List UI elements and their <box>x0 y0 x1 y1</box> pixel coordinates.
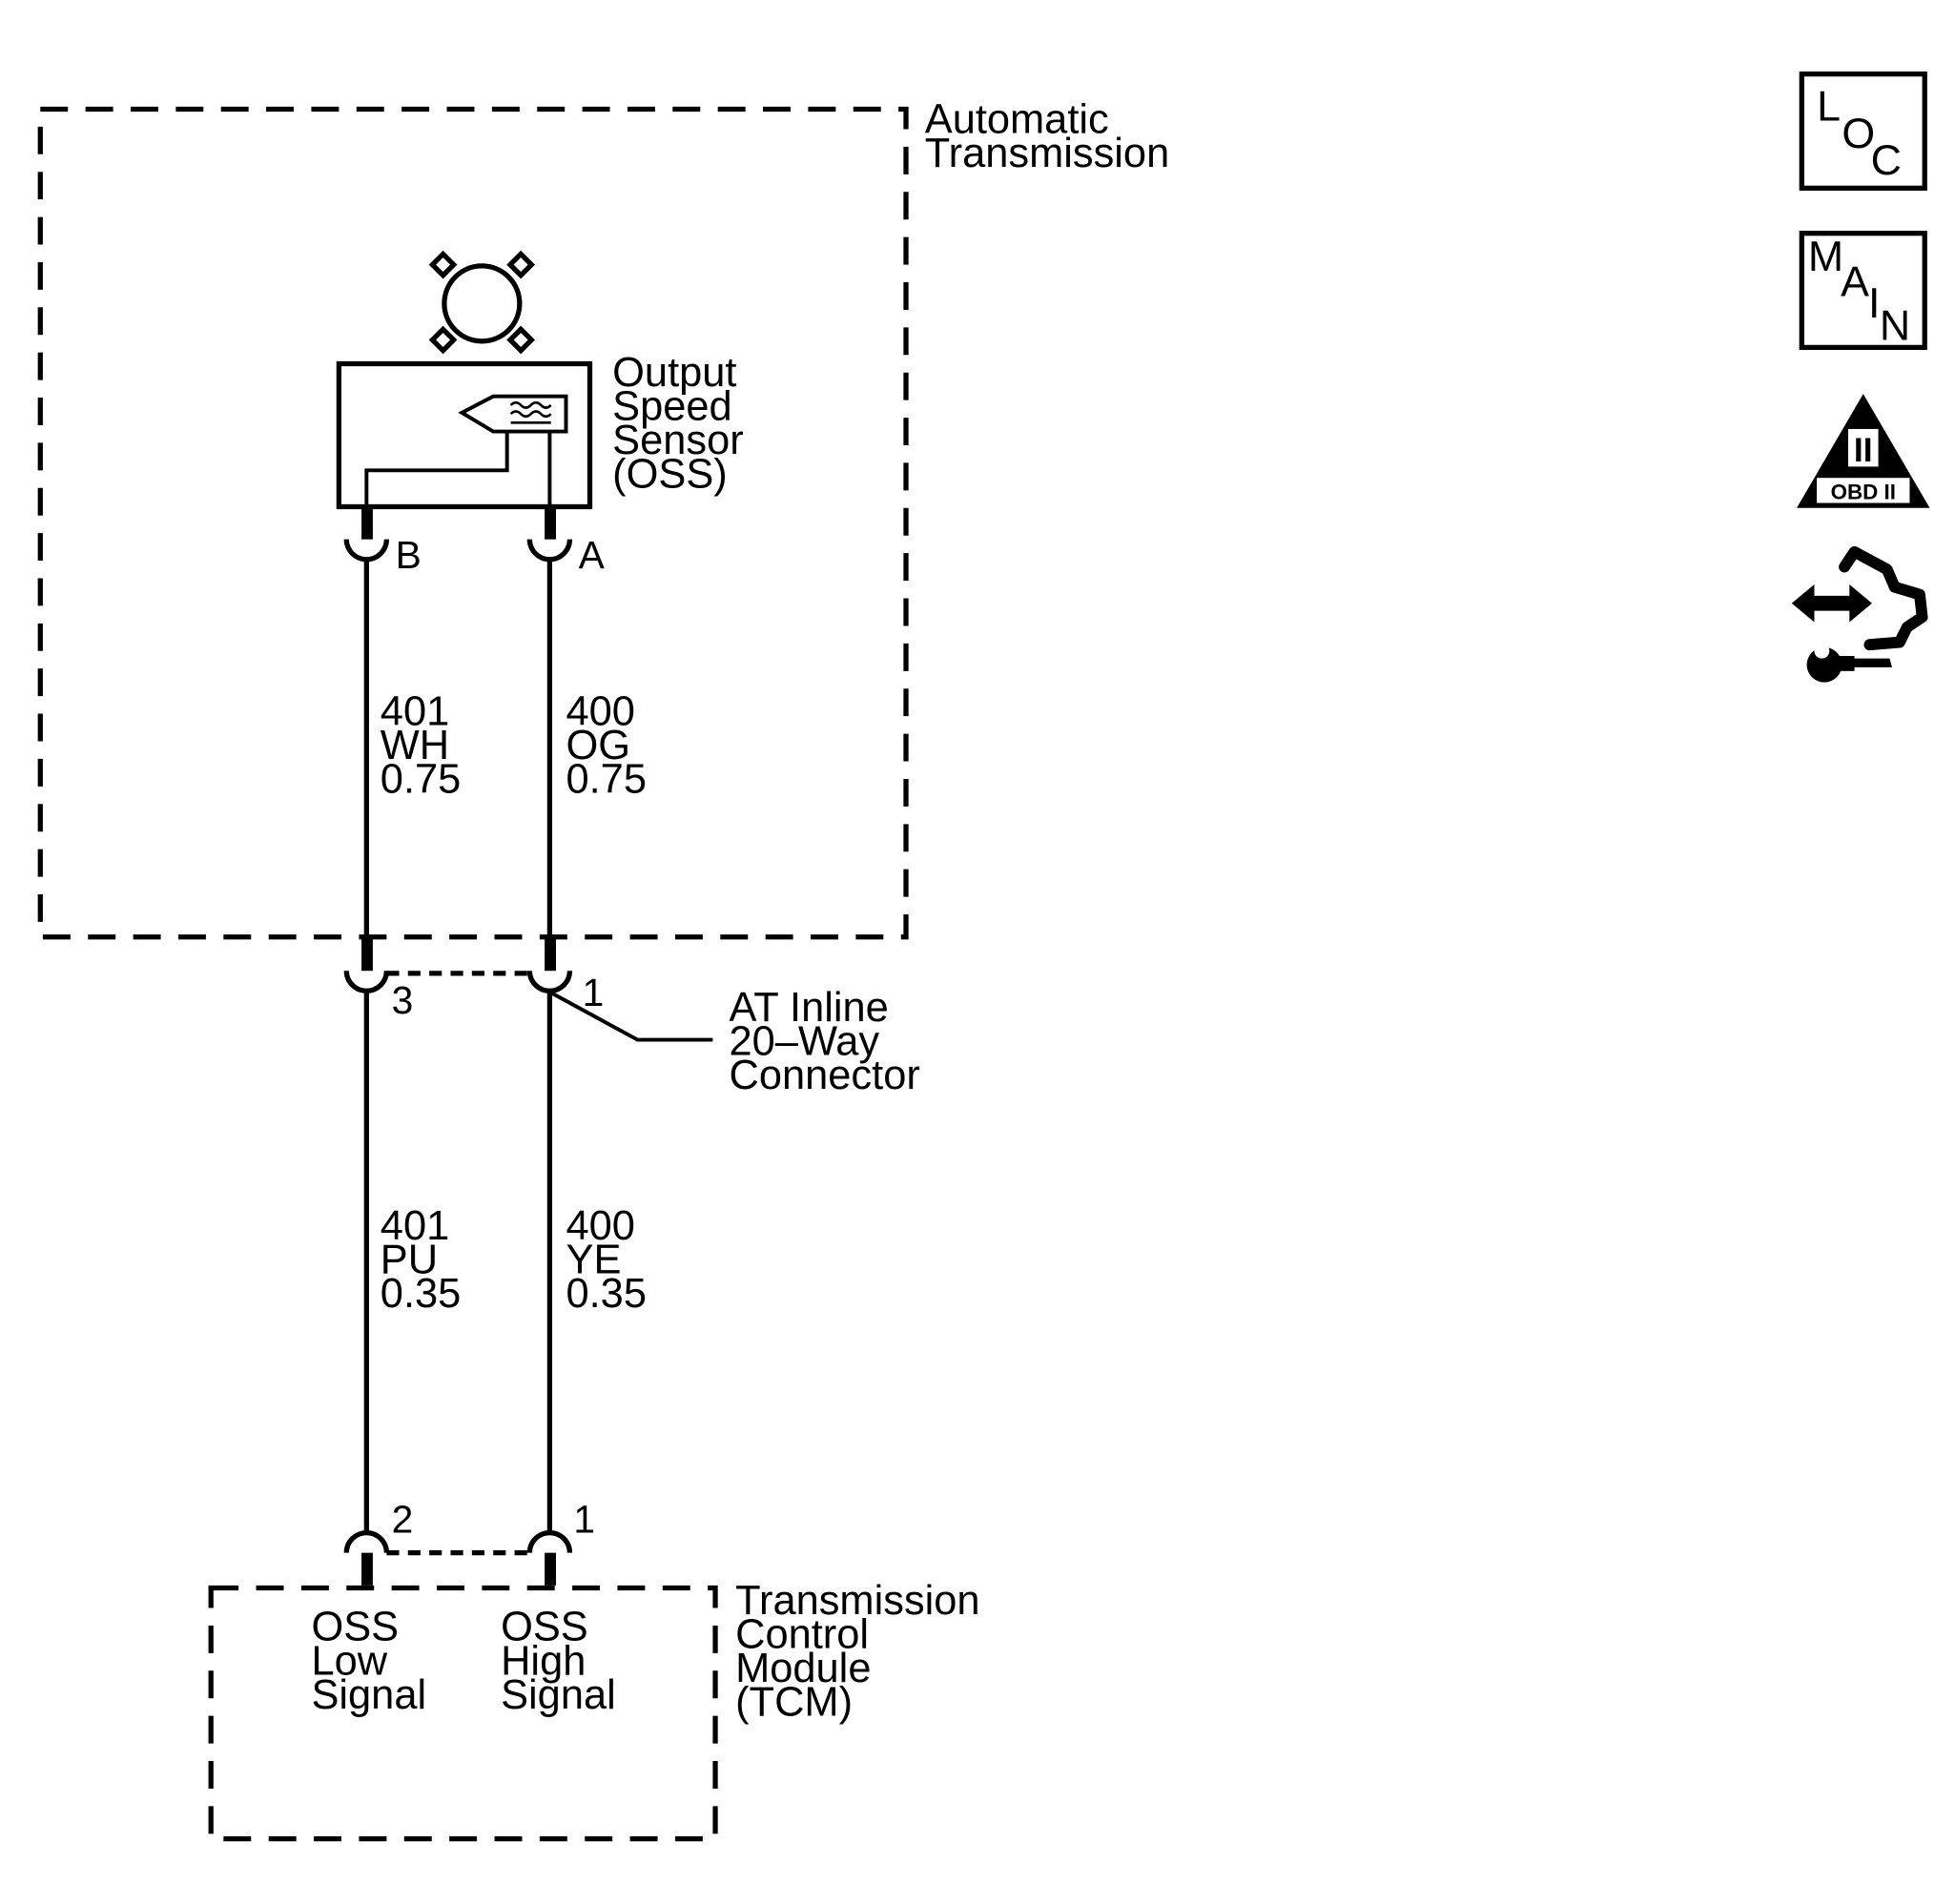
tcm-label-1: Transmission <box>735 1578 979 1624</box>
wire-upper-right-gauge: 0.75 <box>566 756 647 802</box>
tcm-enclosure: OSS Low Signal OSS High Signal Transmiss… <box>208 1578 980 1842</box>
wire-lower-left-circuit: 401 <box>381 1203 449 1249</box>
inline-connector-label-2: 20–Way <box>730 1018 880 1064</box>
tcm-connector: 2 1 <box>343 1498 595 1586</box>
inline-connector-leader <box>551 992 713 1042</box>
loc-letter-c: C <box>1871 137 1902 184</box>
main-letter-m: M <box>1808 234 1843 280</box>
obd-label: OBD II <box>1831 481 1896 504</box>
sensor-mount-icon <box>428 250 536 355</box>
tcm-terminal-left-1: OSS <box>311 1605 399 1650</box>
automatic-transmission-enclosure: Automatic Transmission <box>37 96 1169 940</box>
obd-ii-icon[interactable]: II OBD II <box>1797 394 1930 508</box>
tcm-label-2: Control <box>735 1612 869 1658</box>
oss-pin-b: B <box>396 533 422 577</box>
wire-lower-right-gauge: 0.35 <box>566 1271 647 1317</box>
oss-pin-a: A <box>579 533 606 577</box>
wire-upper-left-gauge: 0.75 <box>381 756 461 802</box>
wire-400-og-label: 400 OG 0.75 <box>566 688 647 802</box>
wire-lower-right-circuit: 400 <box>566 1203 635 1249</box>
main-letter-a: A <box>1841 258 1869 305</box>
wire-upper-right-color: OG <box>566 723 631 768</box>
obd-symbol: II <box>1854 431 1873 469</box>
wire-lower-left-gauge: 0.35 <box>381 1271 461 1317</box>
tcm-pin-1: 1 <box>573 1498 595 1542</box>
automatic-transmission-label-1: Automatic <box>925 96 1109 142</box>
tcm-terminal-right-1: OSS <box>501 1605 588 1650</box>
inline-pin-3: 3 <box>392 978 414 1022</box>
tcm-label-4: (TCM) <box>735 1680 853 1726</box>
wire-upper-left-circuit: 401 <box>381 688 449 734</box>
loc-letter-l: L <box>1817 83 1841 130</box>
tcm-label-3: Module <box>735 1646 871 1691</box>
oss-label-1: Output <box>612 350 736 396</box>
wire-upper-left-color: WH <box>381 723 449 768</box>
inline-connector-label-3: Connector <box>730 1053 920 1098</box>
oss-connector: B A <box>343 506 606 577</box>
wire-lower-left-color: PU <box>381 1237 438 1282</box>
wire-upper-right-circuit: 400 <box>566 688 635 734</box>
wire-400-ye-label: 400 YE 0.35 <box>566 1203 647 1317</box>
loc-letter-o: O <box>1842 111 1875 157</box>
sensor-element-icon <box>364 394 568 507</box>
main-letter-i: I <box>1868 280 1880 327</box>
tcm-terminal-left-2: Low <box>311 1638 387 1684</box>
output-speed-sensor: Output Speed Sensor (OSS) <box>336 350 744 510</box>
inline-connector-label-1: AT Inline <box>730 985 889 1031</box>
oss-label-4: (OSS) <box>612 452 728 498</box>
location-icon[interactable]: L O C <box>1799 71 1927 191</box>
wire-lower-right-color: YE <box>566 1237 622 1282</box>
main-icon[interactable]: M A I N <box>1799 231 1927 351</box>
wire-401-wh-label: 401 WH 0.75 <box>381 688 461 802</box>
inline-pin-1: 1 <box>583 971 605 1014</box>
main-letter-n: N <box>1880 303 1910 350</box>
automatic-transmission-label-2: Transmission <box>925 131 1169 176</box>
tcm-terminal-right-2: High <box>501 1638 586 1684</box>
tcm-terminal-left-3: Signal <box>311 1672 426 1718</box>
tcm-terminal-right-3: Signal <box>501 1672 616 1718</box>
repair-service-icon[interactable] <box>1791 545 1928 683</box>
oss-label-2: Speed <box>612 384 732 430</box>
wire-401-pu-label: 401 PU 0.35 <box>381 1203 461 1317</box>
oss-label-3: Sensor <box>612 418 744 463</box>
tcm-pin-2: 2 <box>392 1498 414 1542</box>
inline-connector: 3 1 AT Inline 20–Way Connector <box>343 938 920 1098</box>
